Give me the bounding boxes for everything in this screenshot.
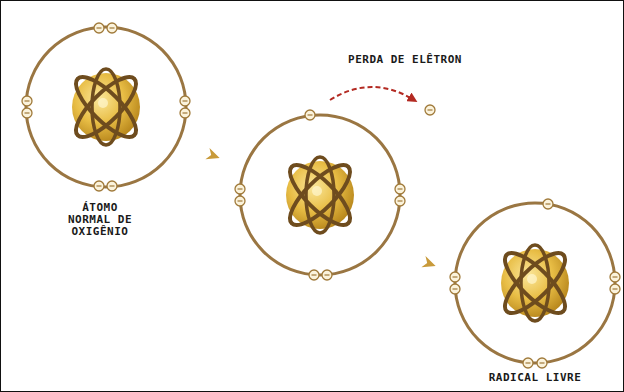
- atom-label: ÁTOMO NORMAL DE OXIGÊNIO: [63, 202, 137, 238]
- atom-label: RADICAL LIVRE: [450, 372, 620, 384]
- callout-label: PERDA DE ELÊTRON: [305, 54, 505, 66]
